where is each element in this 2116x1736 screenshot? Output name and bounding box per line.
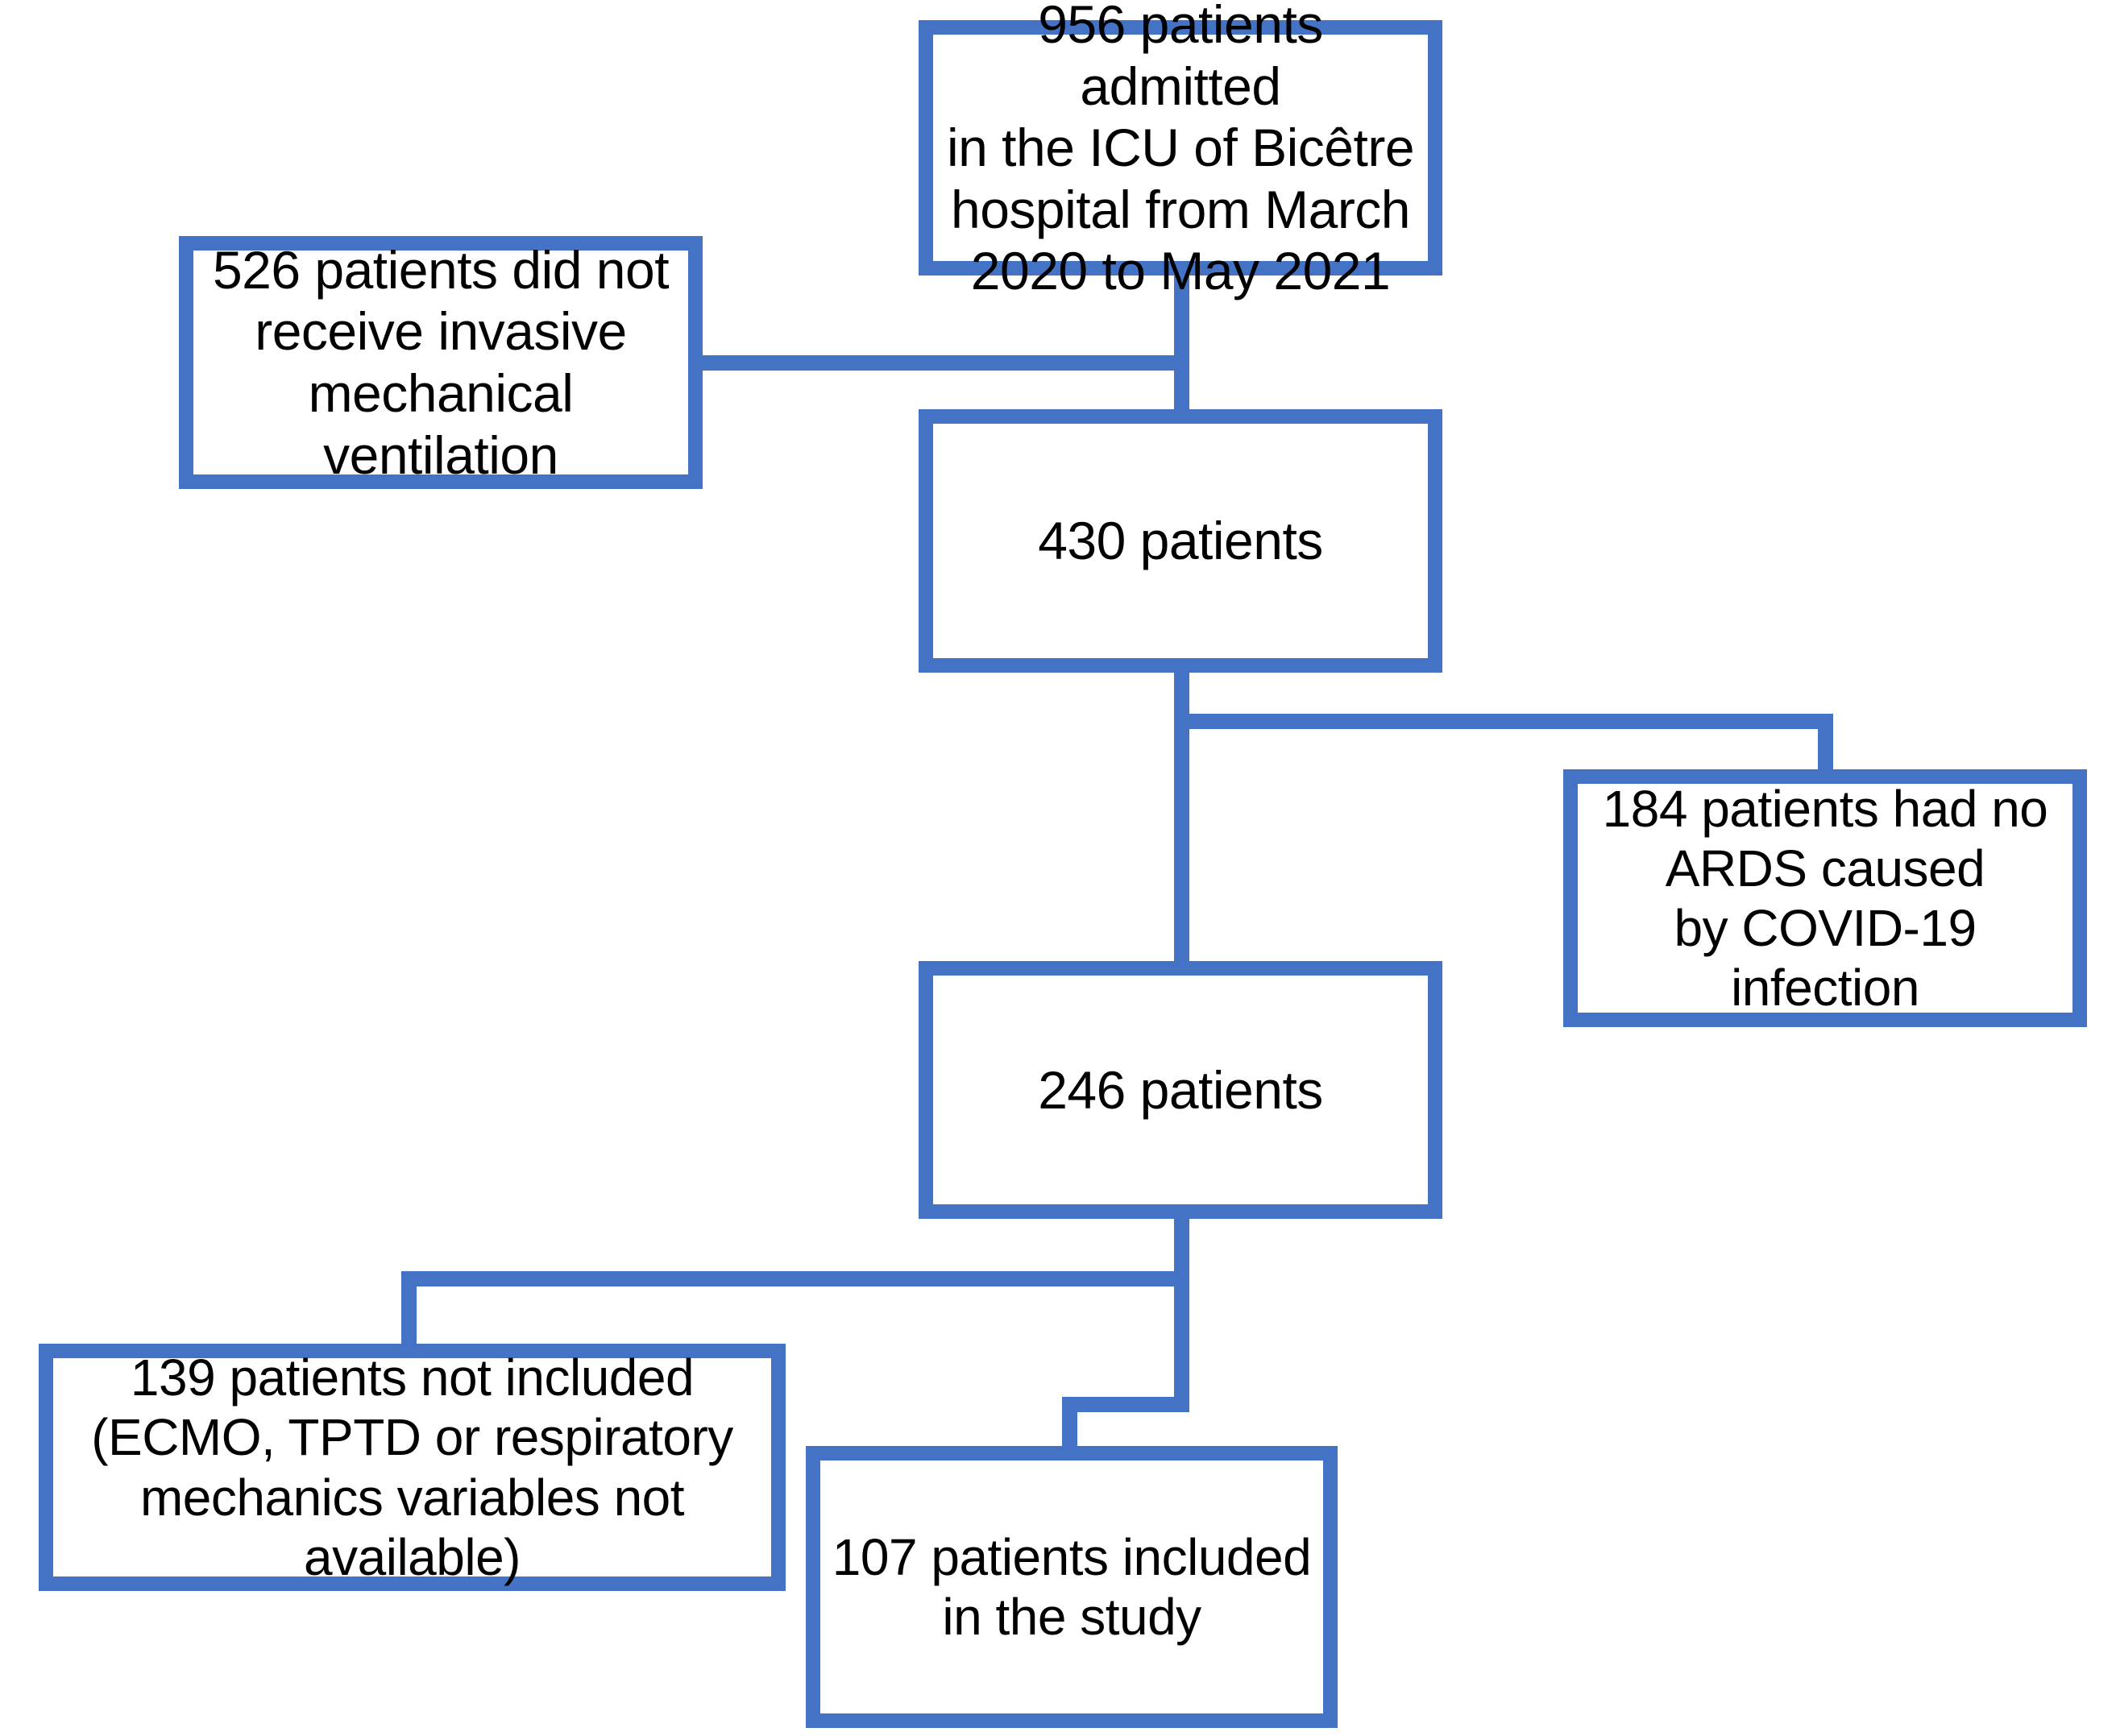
node-patients-included: 107 patients included in the study [806, 1446, 1338, 1728]
node-no-invasive-ventilation: 526 patients did not receive invasive me… [179, 236, 703, 489]
node-no-invasive-ventilation-label: 526 patients did not receive invasive me… [212, 239, 670, 485]
node-no-ards-covid: 184 patients had no ARDS caused by COVID… [1563, 769, 2087, 1027]
connector-no-ards-vertical [1818, 714, 1833, 780]
node-patients-not-included: 139 patients not included (ECMO, TPTD or… [39, 1344, 786, 1591]
connector-246-trunk [1174, 1212, 1189, 1412]
node-246-patients: 246 patients [919, 961, 1442, 1219]
node-430-patients: 430 patients [919, 409, 1442, 673]
connector-not-included-horizontal [401, 1271, 1189, 1286]
node-430-patients-label: 430 patients [1038, 511, 1323, 571]
connector-not-included-vertical [401, 1271, 417, 1352]
node-246-patients-label: 246 patients [1038, 1059, 1323, 1120]
node-patients-not-included-label: 139 patients not included (ECMO, TPTD or… [91, 1349, 733, 1586]
connector-included-horizontal [1062, 1397, 1189, 1412]
connector-430-to-246 [1174, 667, 1189, 972]
connector-admitted-to-430 [1174, 271, 1189, 416]
connector-no-imv-exclusion [693, 355, 1189, 371]
node-patients-admitted-label: 956 patients admitted in the ICU of Bicê… [946, 0, 1415, 301]
node-no-ards-covid-label: 184 patients had no ARDS caused by COVID… [1602, 779, 2048, 1017]
connector-included-vertical [1062, 1397, 1077, 1455]
connector-no-ards-horizontal [1174, 714, 1833, 729]
node-patients-admitted: 956 patients admitted in the ICU of Bicê… [919, 0, 1442, 300]
node-patients-included-label: 107 patients included in the study [832, 1527, 1312, 1646]
